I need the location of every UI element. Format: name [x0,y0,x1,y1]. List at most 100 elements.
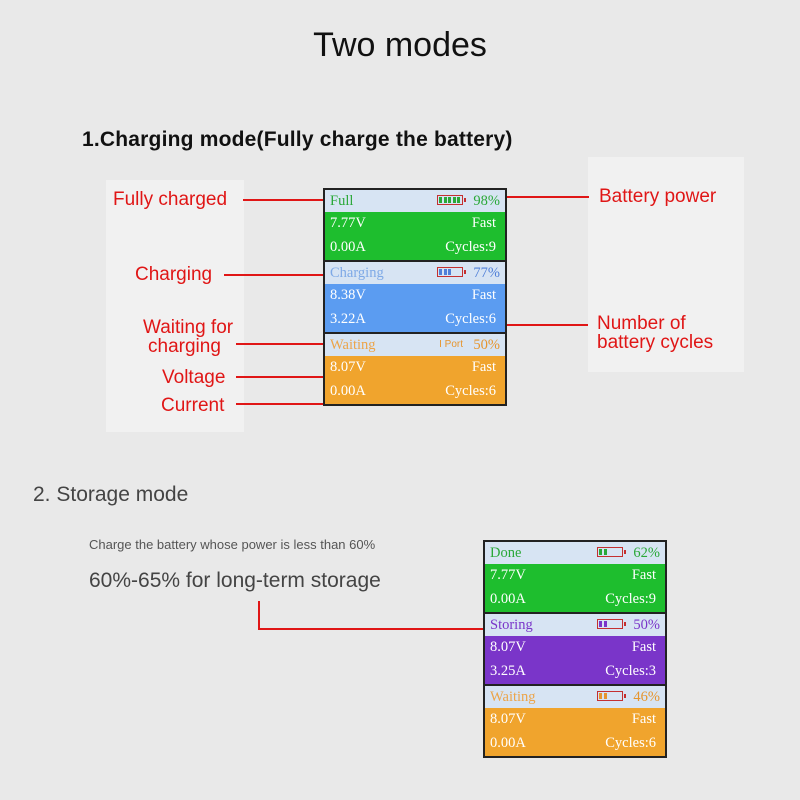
slot-1-status: Full [330,193,354,209]
label-cycles-line2: battery cycles [597,332,714,353]
storage-slot-3-header: Waiting 46% [485,686,665,708]
divider [325,332,505,334]
charging-mode-screen: Full 98% 7.77V Fast 0.00A Cycles:9 Charg… [323,188,507,406]
label-battery-power: Battery power [599,186,717,207]
connector-storage-horizontal [258,628,484,630]
battery-cell [443,197,447,203]
battery-cell [457,197,460,203]
slot-1-row-2: 0.00A Cycles:9 [325,236,505,260]
label-waiting-line1: Waiting for [143,317,234,338]
storage-slot-2-status: Storing [490,617,533,633]
storage-mode-heading: 2. Storage mode [33,483,189,506]
storage-slot-3-mode: Fast [631,711,656,727]
battery-cell [439,269,442,275]
slot-2-percent: 77% [473,265,500,281]
slot-1-mode: Fast [471,215,496,231]
connector-cycles [502,324,588,326]
slot-3-header: Waiting I Port 50% [325,334,505,356]
storage-slot-2-header: Storing 50% [485,614,665,636]
slot-3-voltage: 8.07V [330,359,366,375]
storage-slot-2-cycles: Cycles:3 [605,663,656,679]
page-title: Two modes [313,26,487,64]
battery-icon [437,195,466,205]
storage-slot-1-mode: Fast [631,567,656,583]
connector-waiting [236,343,325,345]
storage-slot-2-current: 3.25A [490,663,526,679]
divider [325,260,505,262]
battery-cell [448,269,451,275]
slot-1-row-1: 7.77V Fast [325,212,505,236]
label-panel-left [106,180,244,432]
battery-icon [597,619,626,629]
battery-icon [597,547,626,557]
slot-2-voltage: 8.38V [330,287,366,303]
storage-mode-screen: Done 62% 7.77V Fast 0.00A Cycles:9 Stori… [483,540,667,758]
label-current: Current [161,395,225,416]
storage-slot-3-row-2: 0.00A Cycles:6 [485,732,665,756]
connector-voltage [236,376,325,378]
slot-3-row-2: 0.00A Cycles:6 [325,380,505,404]
connector-charging [224,274,325,276]
storage-slot-1-voltage: 7.77V [490,567,526,583]
battery-cell [603,621,607,627]
connector-storage-vertical [258,601,260,629]
slot-1-voltage: 7.77V [330,215,366,231]
slot-3-percent: 50% [473,337,500,353]
slot-2-row-1: 8.38V Fast [325,284,505,308]
slot-3-status: Waiting [330,337,376,353]
slot-1-header: Full 98% [325,190,505,212]
slot-3-current: 0.00A [330,383,366,399]
label-panel-right [588,157,744,372]
charging-mode-heading: 1.Charging mode(Fully charge the battery… [82,128,513,151]
storage-slot-2-mode: Fast [631,639,656,655]
slot-2-status: Charging [330,265,384,281]
storage-mode-description: Charge the battery whose power is less t… [89,537,376,552]
battery-cell [599,693,602,699]
slot-3-row-1: 8.07V Fast [325,356,505,380]
storage-slot-2-row-2: 3.25A Cycles:3 [485,660,665,684]
storage-slot-3-current: 0.00A [490,735,526,751]
storage-slot-1-cycles: Cycles:9 [605,591,656,607]
storage-slot-1-row-1: 7.77V Fast [485,564,665,588]
storage-slot-1-row-2: 0.00A Cycles:9 [485,588,665,612]
storage-slot-3-percent: 46% [633,689,660,705]
storage-slot-2-row-1: 8.07V Fast [485,636,665,660]
battery-cell [599,621,602,627]
slot-1-current: 0.00A [330,239,366,255]
connector-current [236,403,325,405]
slot-2-current: 3.22A [330,311,366,327]
battery-cell [603,693,607,699]
storage-slot-3-status: Waiting [490,689,536,705]
slot-2-row-2: 3.22A Cycles:6 [325,308,505,332]
label-charging: Charging [135,264,213,285]
label-voltage: Voltage [162,367,226,388]
storage-slot-3-cycles: Cycles:6 [605,735,656,751]
storage-slot-1-percent: 62% [633,545,660,561]
connector-battery-power [505,196,589,198]
storage-slot-1-header: Done 62% [485,542,665,564]
battery-cell [439,197,442,203]
slot-3-cycles: Cycles:6 [445,383,496,399]
slot-1-percent: 98% [473,193,500,209]
label-fully-charged: Fully charged [113,189,228,210]
battery-cell [443,269,447,275]
slot-2-mode: Fast [471,287,496,303]
storage-slot-2-percent: 50% [633,617,660,633]
battery-cell [452,197,456,203]
battery-cell [603,549,607,555]
battery-cell [599,549,602,555]
slot-3-mode: Fast [471,359,496,375]
storage-target-text: 60%-65% for long-term storage [89,569,381,592]
label-cycles-line1: Number of [597,313,686,334]
storage-slot-1-current: 0.00A [490,591,526,607]
battery-icon [597,691,626,701]
battery-icon [437,267,466,277]
storage-slot-3-voltage: 8.07V [490,711,526,727]
divider [485,612,665,614]
slot-3-port: I Port [439,339,463,350]
slot-2-cycles: Cycles:6 [445,311,496,327]
slot-2-header: Charging 77% [325,262,505,284]
connector-fully-charged [243,199,325,201]
label-waiting-line2: charging [148,336,221,357]
divider [485,684,665,686]
